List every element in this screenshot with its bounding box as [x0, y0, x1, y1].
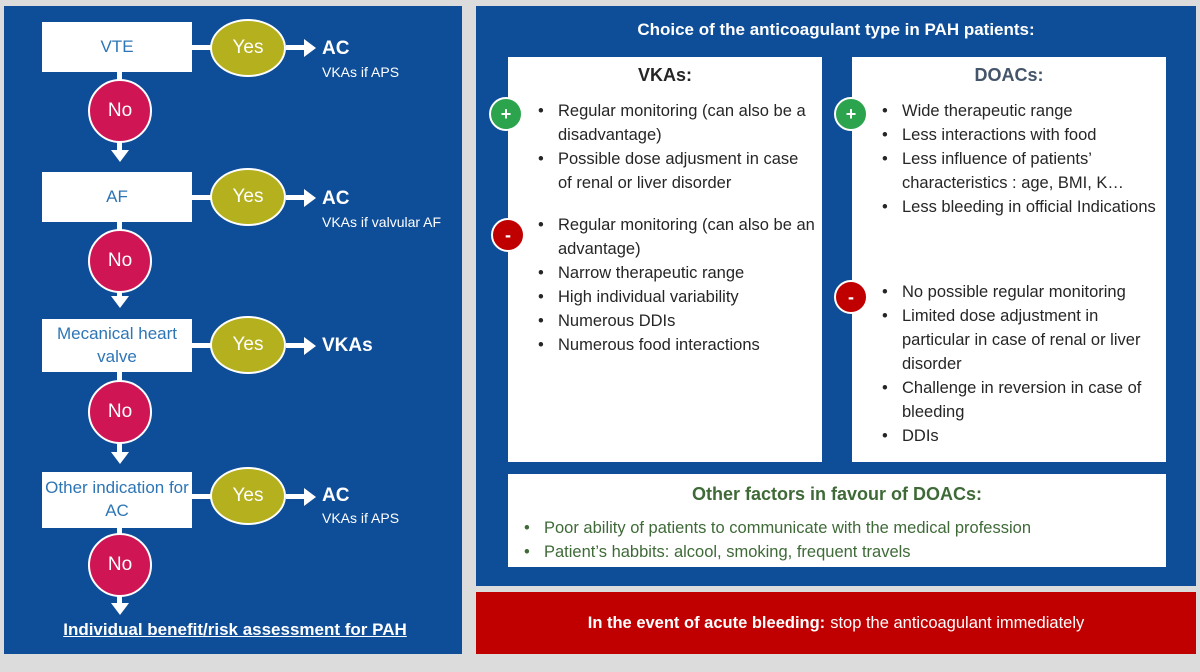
- bullet-item: Wide therapeutic range: [880, 99, 1160, 123]
- connector: [286, 45, 306, 50]
- card-title: DOACs:: [974, 65, 1044, 85]
- outcome-note: VKAs if valvular AF: [322, 214, 442, 230]
- bullet-item: Less bleeding in official Indications: [880, 195, 1160, 219]
- arrow-right-icon: [304, 39, 316, 57]
- bleeding-warning-bar: In the event of acute bleeding: stop the…: [476, 592, 1196, 654]
- bleeding-warning-text: stop the anticoagulant immediately: [830, 613, 1085, 632]
- bleeding-warning: In the event of acute bleeding: stop the…: [476, 592, 1196, 654]
- card-title: VKAs:: [637, 65, 692, 85]
- bullet-item: Narrow therapeutic range: [536, 261, 816, 285]
- bullet-item: High individual variability: [536, 285, 816, 309]
- bullet-item: Less interactions with food: [880, 123, 1160, 147]
- panel-title: Choice of the anticoagulant type in PAH …: [637, 20, 1035, 39]
- bullet-item: Regular monitoring (can also be an advan…: [536, 213, 816, 261]
- bullet-item: Limited dose adjustment in particular in…: [880, 304, 1160, 376]
- no-node: No: [88, 229, 152, 293]
- arrow-right-icon: [304, 189, 316, 207]
- bullet-item: Possible dose adjusment in case of renal…: [536, 147, 816, 195]
- arrow-down-icon: [111, 150, 129, 162]
- question-box-heart-valve: Mecanical heart valve: [42, 319, 192, 372]
- arrow-right-icon: [304, 488, 316, 506]
- outcome-note: VKAs if APS: [322, 510, 400, 526]
- bullet-item: Numerous DDIs: [536, 309, 816, 333]
- no-node: No: [88, 533, 152, 597]
- yes-node: Yes: [210, 316, 286, 374]
- bullet-item: No possible regular monitoring: [880, 280, 1160, 304]
- bullet-item: Challenge in reversion in case of bleedi…: [880, 376, 1160, 424]
- question-box-vte: VTE: [42, 22, 192, 72]
- connector: [286, 343, 306, 348]
- pros-list: Regular monitoring (can also be a disadv…: [536, 99, 816, 195]
- question-box-af: AF: [42, 172, 192, 222]
- arrow-down-icon: [111, 452, 129, 464]
- bullet-item: Poor ability of patients to communicate …: [522, 516, 1162, 540]
- arrow-down-icon: [111, 603, 129, 615]
- connector: [286, 195, 306, 200]
- minus-icon: -: [834, 280, 868, 314]
- pros-list: Wide therapeutic rangeLess interactions …: [880, 99, 1160, 219]
- outcome-label: AC: [322, 188, 350, 209]
- connector: [192, 45, 212, 50]
- arrow-down-icon: [111, 296, 129, 308]
- bleeding-warning-lead: In the event of acute bleeding:: [587, 613, 826, 632]
- yes-node: Yes: [210, 467, 286, 525]
- final-assessment: Individual benefit/risk assessment for P…: [63, 620, 407, 639]
- no-node: No: [88, 380, 152, 444]
- outcome-label: AC: [322, 485, 350, 506]
- cons-list: No possible regular monitoringLimited do…: [880, 280, 1160, 448]
- other-factors-list: Poor ability of patients to communicate …: [522, 516, 1162, 564]
- connector: [286, 494, 306, 499]
- yes-node: Yes: [210, 19, 286, 77]
- outcome-note: VKAs if APS: [322, 64, 400, 80]
- outcome-label: AC: [322, 38, 350, 59]
- yes-node: Yes: [210, 168, 286, 226]
- connector: [192, 494, 212, 499]
- vkas-card: VKAs: Regular monitoring (can also be a …: [508, 57, 822, 462]
- doacs-card: DOACs: Wide therapeutic rangeLess intera…: [852, 57, 1166, 462]
- bullet-item: Patient’s habbits: alcool, smoking, freq…: [522, 540, 1162, 564]
- bullet-item: Numerous food interactions: [536, 333, 816, 357]
- outcome-label: VKAs: [322, 335, 373, 356]
- minus-icon: -: [491, 218, 525, 252]
- plus-icon: +: [834, 97, 868, 131]
- cons-list: Regular monitoring (can also be an advan…: [536, 213, 816, 357]
- card-title: Other factors in favour of DOACs:: [691, 484, 983, 504]
- bullet-item: Less influence of patients’ characterist…: [880, 147, 1160, 195]
- other-factors-card: Other factors in favour of DOACs: Poor a…: [508, 474, 1166, 567]
- no-node: No: [88, 79, 152, 143]
- question-box-other-indication: Other indication for AC: [42, 472, 192, 528]
- bullet-item: Regular monitoring (can also be a disadv…: [536, 99, 816, 147]
- bullet-item: DDIs: [880, 424, 1160, 448]
- plus-icon: +: [489, 97, 523, 131]
- connector: [192, 343, 212, 348]
- arrow-right-icon: [304, 337, 316, 355]
- connector: [192, 195, 212, 200]
